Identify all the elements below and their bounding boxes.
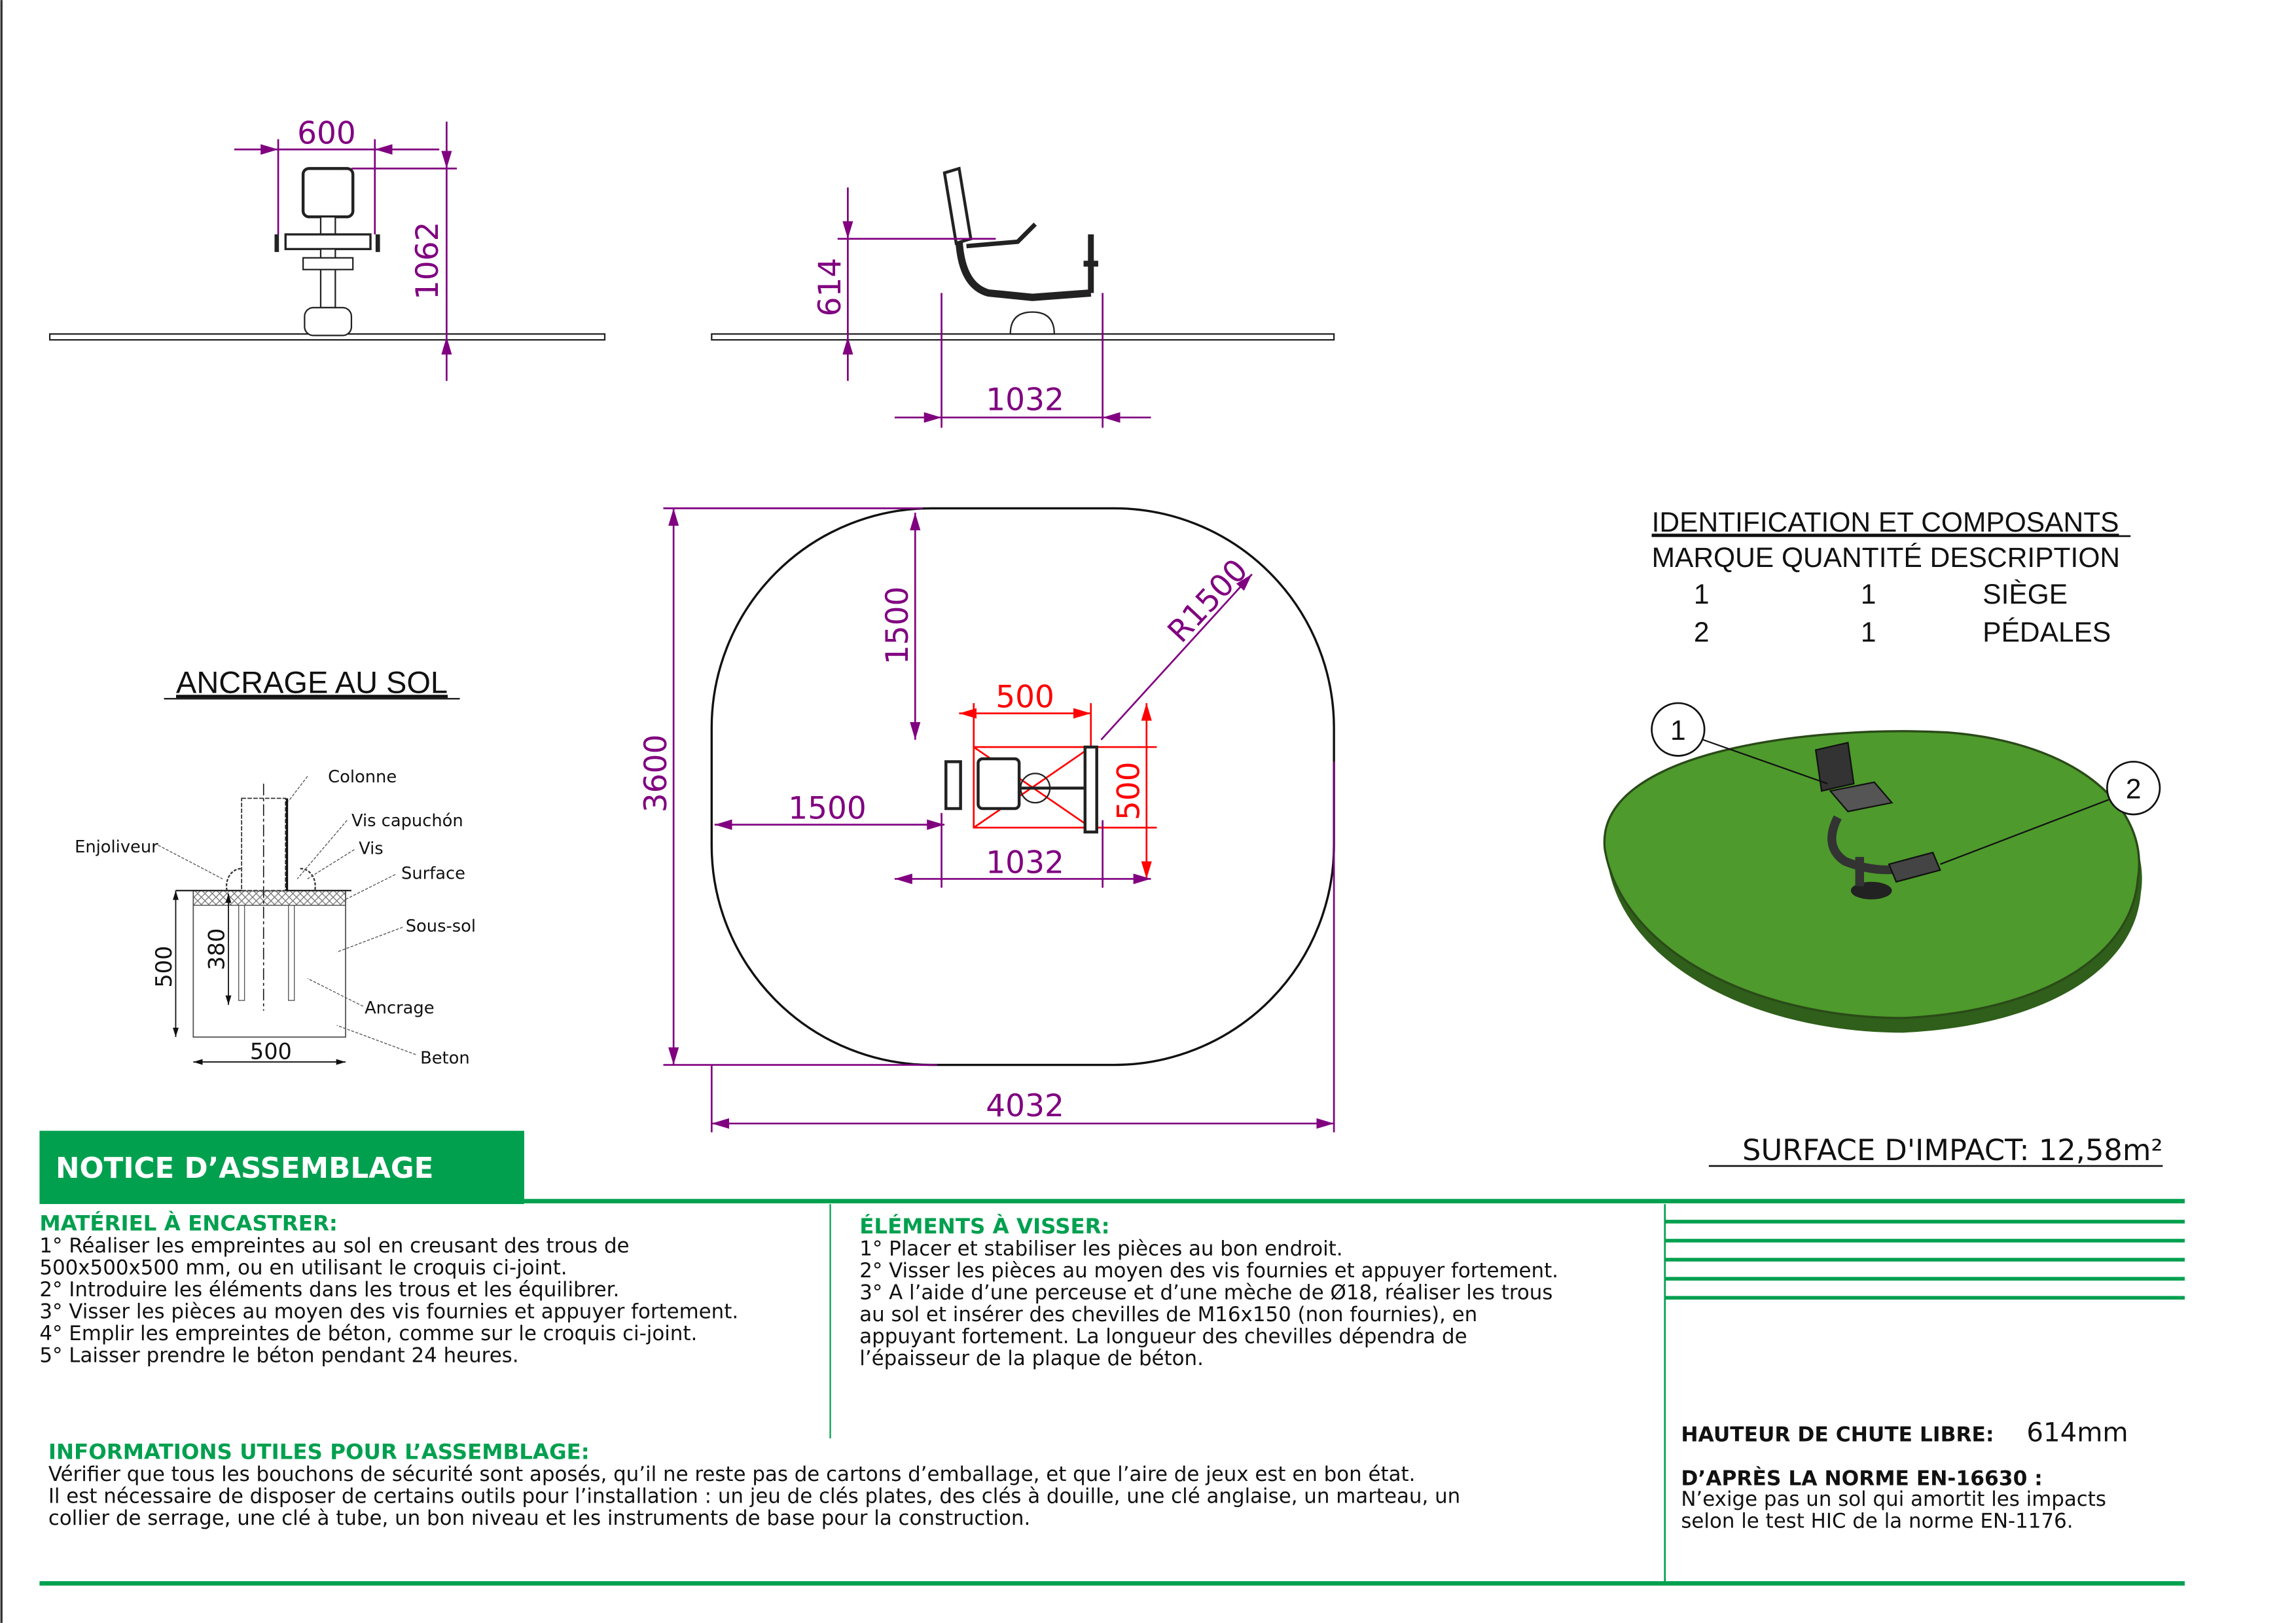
info-line: Il est nécessaire de disposer de certain… [48, 1484, 1460, 1508]
row2-qty: 1 [1861, 617, 1876, 648]
radius-dimension: R1500 [1161, 553, 1255, 650]
anchor-depth-dimension: 500 [151, 946, 177, 988]
screw-line: l’épaisseur de la plaque de béton. [859, 1347, 1204, 1370]
screw-line: 1° Placer et stabiliser les pièces au bo… [859, 1237, 1342, 1260]
row1-qty: 1 [1861, 579, 1876, 610]
material-line: 1° Réaliser les empreintes au sol en cre… [39, 1234, 629, 1258]
material-heading: MATÉRIEL À ENCASTRER: [39, 1211, 338, 1235]
screw-line: appuyant fortement. La longueur des chev… [859, 1325, 1467, 1349]
side-height-dimension: 614 [812, 258, 848, 317]
identification-header: MARQUE QUANTITÉ DESCRIPTION [1652, 543, 2120, 574]
callout-2 [2106, 761, 2161, 816]
assembly-notice: NOTICE D’ASSEMBLAGE MATÉRIEL À ENCASTRER… [39, 1131, 2185, 1586]
seat-backrest [301, 167, 355, 219]
screw-heading: ÉLÉMENTS À VISSER: [859, 1214, 1109, 1239]
label-enjoliveur: Enjoliveur [75, 837, 158, 857]
label-beton: Beton [420, 1048, 470, 1068]
anchor-height-dimension: 500 [1111, 761, 1147, 820]
plan-width-dimension: 4032 [986, 1088, 1064, 1124]
side-view: 614 1032 [711, 166, 1335, 428]
notice-header [39, 1131, 524, 1205]
anchoring-title: ANCRAGE AU SOL [176, 665, 448, 699]
plan-top-offset-dimension: 1500 [880, 587, 916, 665]
fall-height-label: HAUTEUR DE CHUTE LIBRE: [1681, 1423, 1994, 1447]
material-line: 2° Introduire les éléments dans les trou… [39, 1278, 619, 1302]
screw-line: au sol et insérer des chevilles de M16x1… [859, 1303, 1477, 1326]
front-height-dimension: 1062 [410, 222, 446, 301]
surface-green [1603, 730, 2140, 1019]
fall-height-value: 614mm [2026, 1418, 2128, 1448]
plan-equipment-length-dimension: 1032 [986, 845, 1064, 881]
callout-1-label: 1 [1670, 716, 1686, 746]
info-line: Vérifier que tous les bouchons de sécuri… [48, 1463, 1416, 1486]
plan-height-dimension: 3600 [638, 735, 674, 813]
plan-view: 3600 4032 1500 R1500 1500 500 500 1032 [638, 507, 1335, 1133]
norm-line: selon le test HIC de la norme EN-1176. [1681, 1510, 2073, 1533]
callout-2-label: 2 [2126, 774, 2142, 805]
ground-line [711, 333, 1335, 341]
front-width-dimension: 600 [297, 115, 356, 151]
label-colonne: Colonne [328, 767, 397, 787]
material-line: 5° Laisser prendre le béton pendant 24 h… [39, 1344, 518, 1368]
row2-desc: PÉDALES [1982, 617, 2111, 648]
screw-line: 3° A l’aide d’une perceuse et d’une mèch… [859, 1281, 1552, 1305]
side-length-dimension: 1032 [986, 382, 1064, 418]
label-vis-capuchon: Vis capuchón [351, 811, 463, 831]
callout-1 [1651, 702, 1706, 757]
identification-table: IDENTIFICATION ET COMPOSANTS MARQUE QUAN… [1651, 507, 2131, 648]
impact-surface: SURFACE D'IMPACT: 12,58m² [1742, 1133, 2162, 1167]
material-line: 3° Visser les pièces au moyen des vis fo… [39, 1300, 738, 1324]
3d-view: 1 2 [1603, 702, 2161, 1033]
label-sous-sol: Sous-sol [406, 917, 476, 936]
row1-mark: 1 [1694, 579, 1710, 610]
notice-title: NOTICE D’ASSEMBLAGE [56, 1152, 433, 1185]
row1-desc: SIÈGE [1982, 579, 2068, 610]
plan-left-offset-dimension: 1500 [788, 791, 867, 827]
anchor-width-dimension: 500 [250, 1039, 292, 1065]
material-line: 500x500x500 mm, ou en utilisant le croqu… [39, 1256, 567, 1279]
label-surface: Surface [401, 864, 465, 883]
anchor-width-dimension: 500 [996, 680, 1054, 716]
info-line: collier de serrage, une clé à tube, un b… [48, 1506, 1030, 1530]
identification-title: IDENTIFICATION ET COMPOSANTS [1652, 507, 2119, 538]
norm-heading: D’APRÈS LA NORME EN-16630 : [1681, 1466, 2042, 1491]
material-line: 4° Emplir les empreintes de béton, comme… [39, 1322, 697, 1345]
norm-line: N’exige pas un sol qui amortit les impac… [1681, 1487, 2106, 1511]
label-vis: Vis [359, 839, 384, 858]
info-heading: INFORMATIONS UTILES POUR L’ASSEMBLAGE: [48, 1439, 590, 1464]
row2-mark: 2 [1694, 617, 1710, 648]
front-view: 600 1062 [48, 115, 606, 381]
seat-top-view [977, 757, 1021, 811]
anchor-embed-dimension: 380 [204, 928, 229, 970]
anchoring-detail: ANCRAGE AU SOL 500 380 500 Colonne Vis c… [75, 665, 476, 1068]
screw-line: 2° Visser les pièces au moyen des vis fo… [859, 1259, 1558, 1283]
label-ancrage: Ancrage [365, 998, 435, 1018]
